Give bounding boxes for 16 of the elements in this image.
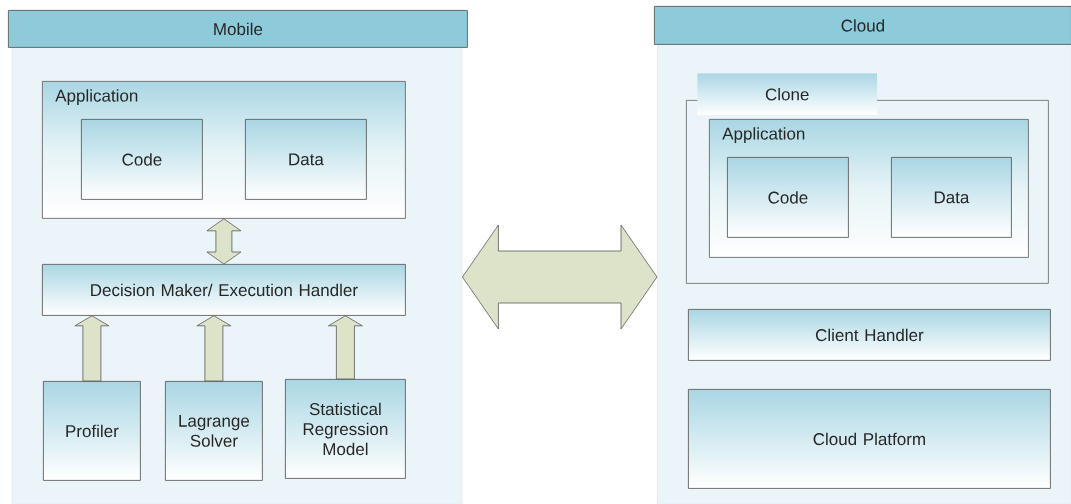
component-box: Decision Maker/ Execution Handler xyxy=(42,264,406,316)
block-arrow xyxy=(74,315,110,382)
block-arrow xyxy=(462,224,658,330)
component-box: Profiler xyxy=(43,381,141,481)
component-box: Data xyxy=(245,119,367,200)
node-label: Clone xyxy=(765,87,809,101)
component-box: Cloud Platform xyxy=(688,389,1051,489)
component-box: Code xyxy=(727,157,849,238)
component-box: Lagrange Solver xyxy=(165,381,263,481)
block-arrow xyxy=(206,218,242,265)
component-box: Statistical Regression Model xyxy=(285,379,406,479)
component-box: Client Handler xyxy=(688,309,1051,361)
component-box: Data xyxy=(891,157,1012,238)
block-arrow xyxy=(196,315,232,382)
block-arrow xyxy=(328,315,363,380)
component-box: Code xyxy=(81,119,203,200)
